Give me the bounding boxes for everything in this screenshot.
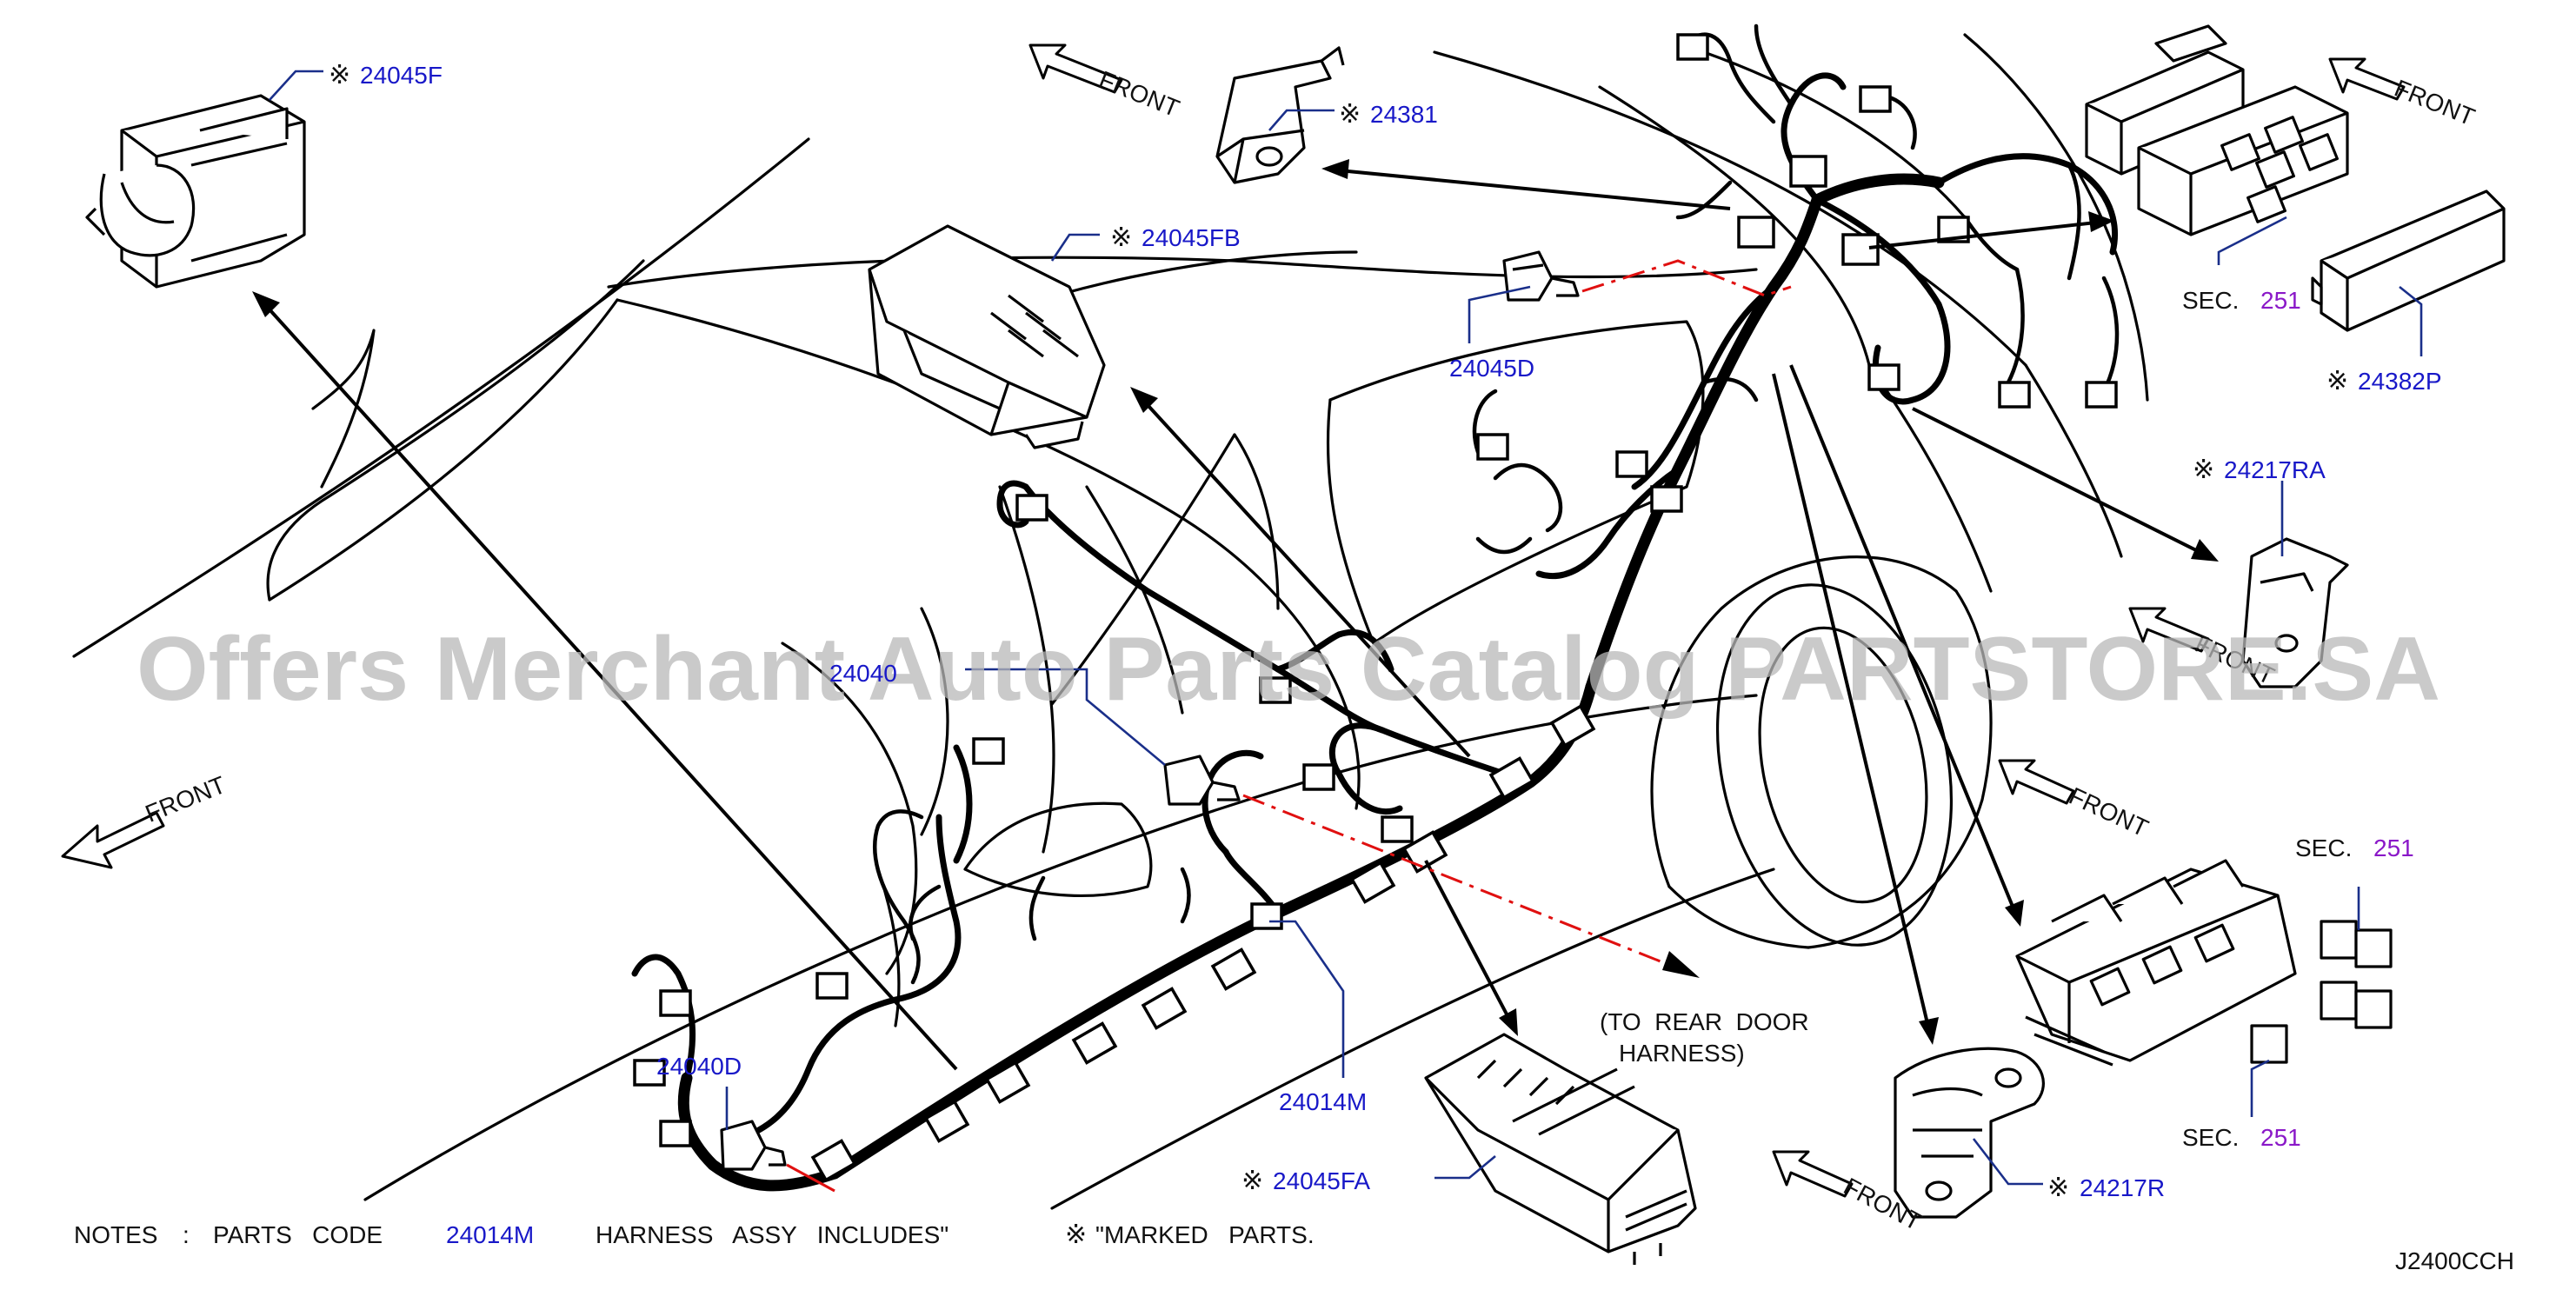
sec-label-top-right: SEC. [2182, 287, 2239, 314]
sec-number-right-lower: 251 [2260, 1124, 2301, 1151]
notes-code: 24014M [446, 1221, 534, 1248]
main-harness [631, 23, 2120, 1192]
part-label-24217RA: 24217RA [2224, 456, 2326, 483]
mark-symbol: ※ [1339, 99, 1361, 130]
sec-label-right-upper: SEC. [2295, 835, 2352, 861]
mark-symbol: ※ [329, 60, 350, 90]
notes-row: NOTES : PARTS CODE 24014M HARNESS ASSY I… [74, 1220, 1315, 1250]
part-label-24040: 24040 [829, 660, 897, 687]
part-24217RA-drawing [2241, 537, 2349, 688]
front-arrow-left: FRONT [61, 771, 230, 869]
part-label-24045F: 24045F [360, 62, 443, 89]
part-label-24217R: 24217R [2080, 1174, 2165, 1201]
rear-door-note-line2: HARNESS) [1619, 1040, 1745, 1067]
part-label-24045FA: 24045FA [1273, 1167, 1370, 1194]
notes-harness-includes: HARNESS ASSY INCLUDES" [596, 1221, 949, 1248]
part-24045FB-drawing [868, 224, 1106, 449]
front-label-left: FRONT [142, 771, 230, 828]
front-label-right: FRONT [2065, 782, 2153, 842]
part-24217R-drawing [1894, 1047, 2045, 1219]
harness-connectors [633, 33, 2118, 1182]
notes-colon: : [183, 1221, 190, 1248]
part-24045D-drawing [1502, 250, 1580, 302]
part-fuse-block-top-right-drawing [2085, 24, 2506, 332]
red-routing-lines [786, 259, 1792, 1193]
mark-symbol: ※ [1065, 1220, 1087, 1250]
front-arrow-top-right: FRONT [2328, 57, 2479, 131]
part-label-24014M: 24014M [1279, 1088, 1367, 1115]
watermark-text: Offers Merchant Auto Parts Catalog PARTS… [136, 619, 2440, 720]
part-label-24040D: 24040D [656, 1053, 742, 1080]
part-label-24045D: 24045D [1449, 355, 1534, 382]
mark-symbol: ※ [2047, 1173, 2069, 1203]
mark-symbol: ※ [1241, 1166, 1263, 1196]
notes-label: NOTES [74, 1221, 157, 1248]
front-arrow-right: FRONT [1998, 759, 2153, 842]
part-24040D-drawing [720, 1120, 787, 1171]
mark-symbol: ※ [1110, 223, 1132, 253]
callout-arrows [252, 159, 2219, 1071]
diagram-code: J2400CCH [2395, 1247, 2514, 1274]
part-24381-drawing [1215, 46, 1345, 184]
leader-lines [269, 70, 2423, 1186]
sec-label-right-lower: SEC. [2182, 1124, 2239, 1151]
mark-symbol: ※ [2193, 455, 2214, 485]
part-24045F-drawing [85, 94, 306, 289]
part-label-24045FB: 24045FB [1142, 224, 1241, 251]
notes-marked-parts: "MARKED PARTS. [1095, 1221, 1315, 1248]
notes-parts-code: PARTS CODE [213, 1221, 383, 1248]
sec-number-top-right: 251 [2260, 287, 2301, 314]
part-label-24382P: 24382P [2358, 368, 2442, 395]
mark-symbol: ※ [2326, 366, 2348, 396]
rear-door-note-line1: (TO REAR DOOR [1600, 1008, 1809, 1035]
part-24040-drawing [1163, 755, 1241, 806]
front-label-top-right: FRONT [2391, 75, 2479, 131]
front-arrow-top-center: FRONT [1028, 43, 1183, 123]
front-label-top-center: FRONT [1095, 66, 1183, 123]
part-24045FA-drawing [1424, 1033, 1697, 1265]
part-label-24381: 24381 [1370, 101, 1438, 128]
part-fuse-block-right-drawing [2015, 859, 2393, 1067]
part-labels: ※ 24045F ※ 24045FB ※ 24381 24045D 24040 … [329, 60, 2442, 1203]
sec-number-right-upper: 251 [2373, 835, 2414, 861]
